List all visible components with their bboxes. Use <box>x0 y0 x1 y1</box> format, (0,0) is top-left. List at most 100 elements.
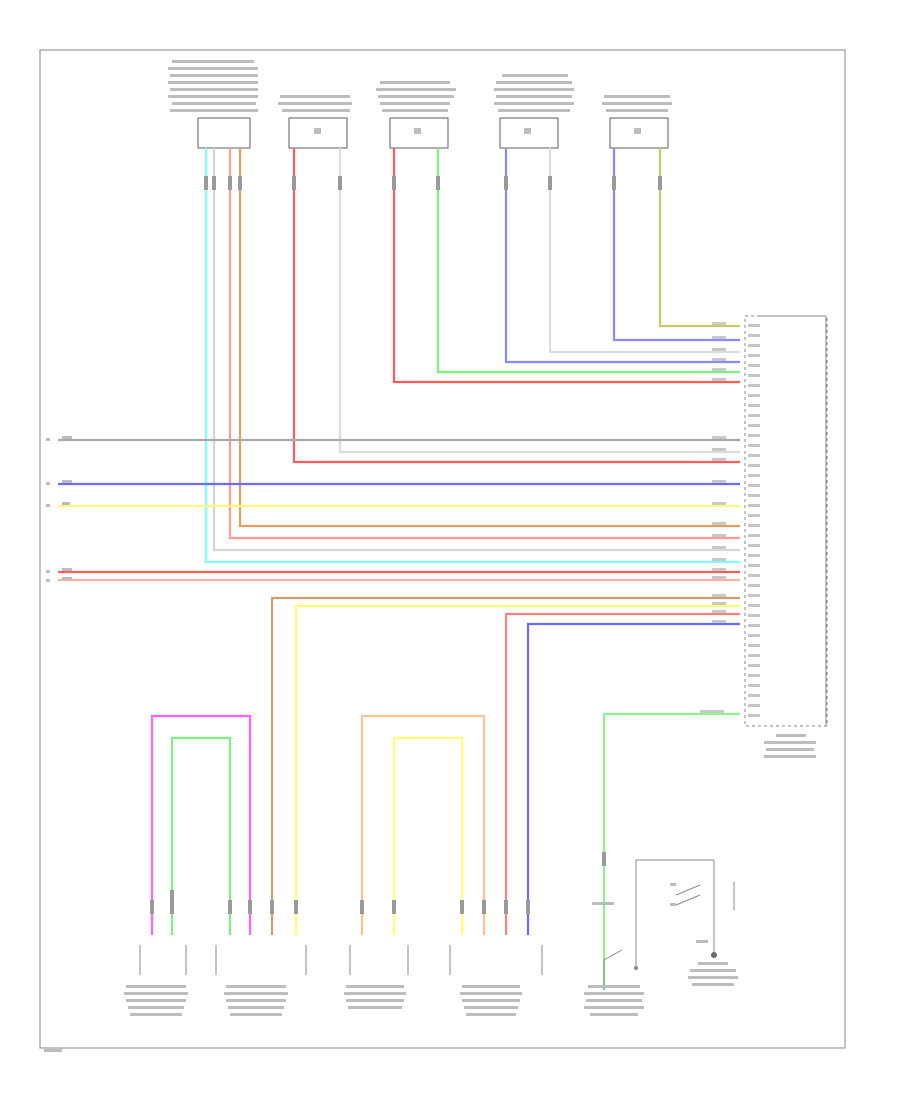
wire-white-2 <box>548 148 740 354</box>
pin-label-mark <box>748 684 760 687</box>
bottom-sensor-1-label <box>124 985 188 1016</box>
seat-module <box>670 882 735 958</box>
pin-label-mark <box>748 414 760 417</box>
wire-blue-2 <box>612 148 740 342</box>
pin-label-mark <box>748 324 760 327</box>
pin-label-mark <box>748 384 760 387</box>
pin-label-mark <box>748 504 760 507</box>
wire-lightorange-loop <box>360 714 486 935</box>
wire-color-code-mark <box>712 480 726 483</box>
diagram-footer-mark <box>44 1049 62 1052</box>
left-connector-marks <box>46 436 72 582</box>
seat-switch-label <box>584 985 644 1016</box>
pin-label-mark <box>748 514 760 517</box>
pin-label-mark <box>748 494 760 497</box>
pin-label-mark <box>748 524 760 527</box>
wire-pink-1 <box>228 148 740 540</box>
wire-color-code-mark <box>712 368 726 371</box>
wire-green-2 <box>602 712 740 990</box>
pin-label-mark <box>748 444 760 447</box>
pin-label-mark <box>748 674 760 677</box>
bottom-sensor-3 <box>349 945 409 975</box>
wire-green-1 <box>436 148 740 374</box>
pin-label-mark <box>748 624 760 627</box>
wire-color-code-mark <box>712 358 726 361</box>
wire-color-code-mark <box>712 534 726 537</box>
bottom-sensor-1 <box>139 945 187 975</box>
wire-color-code-mark <box>712 602 726 605</box>
pin-label-mark <box>748 464 760 467</box>
pin-label-mark <box>748 474 760 477</box>
pin-label-mark <box>748 584 760 587</box>
wire-color-code-mark <box>712 522 726 525</box>
wire-color-code-mark <box>712 558 726 561</box>
seat-module-label <box>688 962 738 986</box>
top-module-4-label <box>494 74 574 112</box>
wire-color-code-mark <box>712 610 726 613</box>
pin-label-mark <box>748 404 760 407</box>
bottom-sensor-4 <box>449 945 543 975</box>
wire-color-code-mark <box>712 348 726 351</box>
pin-label-mark <box>748 604 760 607</box>
pin-label-mark <box>748 644 760 647</box>
wire-red-2 <box>392 148 740 384</box>
wire-tan-1 <box>270 596 740 935</box>
wire-color-code-mark <box>712 458 726 461</box>
pin-label-mark <box>748 484 760 487</box>
wire-olive-1 <box>658 148 740 328</box>
pin-label-mark <box>748 374 760 377</box>
top-module-5-label <box>602 95 672 112</box>
control-unit-label <box>764 734 816 758</box>
wire-blue-3 <box>526 622 740 935</box>
pin-label-mark <box>748 554 760 557</box>
pin-label-mark <box>748 634 760 637</box>
wire-color-code-mark <box>712 436 726 439</box>
control-unit-pin-labels <box>700 322 760 717</box>
wire-green-loop <box>170 736 232 935</box>
pin-label-mark <box>748 694 760 697</box>
bottom-sensor-4-label <box>460 985 522 1016</box>
pin-label-mark <box>748 354 760 357</box>
wire-color-code-mark <box>712 568 726 571</box>
seat-switch <box>592 859 715 990</box>
pin-label-mark <box>748 424 760 427</box>
pin-label-mark <box>748 364 760 367</box>
pin-label-mark <box>748 614 760 617</box>
wire-gray-1 <box>212 148 740 552</box>
top-module-1 <box>197 117 251 149</box>
control-unit-right <box>744 315 828 727</box>
wire-color-code-mark <box>700 710 724 713</box>
pin-label-mark <box>748 344 760 347</box>
wire-yellow-2 <box>294 604 740 935</box>
wire-white-1 <box>338 148 740 454</box>
diagram-frame <box>39 49 846 1049</box>
pin-label-mark <box>748 714 760 717</box>
wire-color-code-mark <box>712 546 726 549</box>
wire-red-1 <box>292 148 740 464</box>
wire-pink-2 <box>504 612 740 935</box>
wire-yellow-loop <box>392 736 464 935</box>
bottom-sensor-2 <box>215 945 307 975</box>
pin-label-mark <box>748 664 760 667</box>
pin-label-mark <box>748 534 760 537</box>
pin-label-mark <box>748 574 760 577</box>
top-module-2 <box>288 117 348 149</box>
top-module-3-label <box>376 81 456 112</box>
wire-color-code-mark <box>712 336 726 339</box>
wire-color-code-mark <box>712 576 726 579</box>
wire-color-code-mark <box>712 620 726 623</box>
top-module-1-label <box>168 60 258 112</box>
wire-color-code-mark <box>712 322 726 325</box>
top-module-symbols <box>314 128 641 134</box>
pin-label-mark <box>748 704 760 707</box>
top-connector-marks <box>204 176 662 190</box>
pin-label-mark <box>748 654 760 657</box>
pin-label-mark <box>748 434 760 437</box>
pin-label-mark <box>748 454 760 457</box>
wire-color-code-mark <box>712 378 726 381</box>
wire-orange-1 <box>238 148 740 528</box>
wire-color-code-mark <box>712 594 726 597</box>
wire-color-code-mark <box>712 448 726 451</box>
pin-label-mark <box>748 544 760 547</box>
